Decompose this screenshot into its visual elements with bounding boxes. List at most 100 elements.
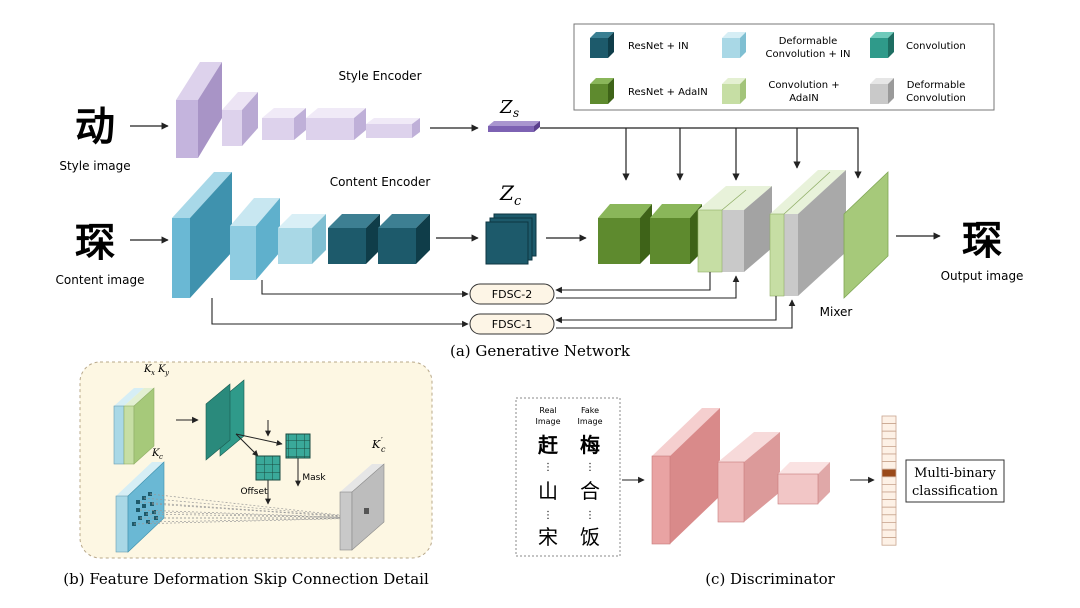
output-image-char: 琛	[962, 217, 1002, 264]
output-cell	[881, 423, 897, 432]
style-encoder-block-5	[366, 118, 420, 138]
offset-grid	[255, 455, 281, 481]
legend-resnet-adain: ResNet + AdaIN	[590, 78, 708, 104]
zc-feature-stack: Z c	[485, 181, 537, 265]
decoder-resnet-adain-2	[650, 204, 702, 264]
kc-prime-label: K	[371, 438, 381, 451]
content-branch: 琛 Content image Content Encoder	[56, 170, 1023, 360]
caption-b: (b) Feature Deformation Skip Connection …	[63, 570, 429, 588]
fdsc-1-label: FDSC-1	[492, 318, 532, 331]
classification-label-1: Multi-binary	[914, 466, 996, 481]
legend-conv-adain-label-2: AdaIN	[789, 93, 819, 104]
decoder-conv-adain-deform-1	[697, 186, 772, 273]
ky-subscript: y	[164, 369, 170, 377]
content-encoder-block-2	[230, 198, 280, 280]
output-cell	[881, 438, 897, 447]
content-encoder-block-3	[278, 214, 326, 264]
mixer-label: Mixer	[820, 305, 853, 319]
kc-prime-mark: ′	[381, 436, 383, 445]
output-cell	[881, 529, 897, 538]
fake-char-3: 饭	[580, 525, 600, 549]
style-encoder-block-1	[176, 62, 222, 158]
output-cell	[881, 514, 897, 523]
style-image-char: 动	[75, 103, 115, 150]
output-cell	[881, 476, 897, 485]
legend-conv-adain: Convolution + AdaIN	[722, 78, 840, 104]
fake-vdots-1: ⋮	[585, 462, 595, 473]
output-cell	[881, 537, 897, 546]
legend-convolution-label: Convolution	[906, 41, 966, 52]
output-cell	[881, 453, 897, 462]
mask-label: Mask	[302, 473, 326, 483]
output-cell	[881, 415, 897, 424]
disc-block-3	[777, 462, 830, 505]
fdsc-arrows	[235, 420, 301, 505]
content-encoder-block-5	[378, 214, 430, 264]
real-char-2: 山	[538, 479, 558, 503]
classification-label-2: classification	[912, 484, 999, 499]
caption-c: (c) Discriminator	[705, 570, 835, 588]
output-cell-highlighted	[881, 468, 897, 478]
caption-a: (a) Generative Network	[450, 342, 631, 360]
real-char-1: 赶	[537, 433, 559, 457]
decoder-mixer-block	[769, 170, 846, 297]
kx-subscript: x	[151, 369, 155, 377]
legend-deform-conv: Deformable Convolution	[870, 78, 966, 104]
output-cell	[881, 445, 897, 455]
disc-block-2	[717, 432, 780, 523]
legend-resnet-in: ResNet + IN	[590, 32, 689, 58]
style-injection-lines	[540, 127, 862, 181]
real-vdots-1: ⋮	[543, 462, 553, 473]
real-image-label-1: Real	[539, 406, 556, 415]
kc-subscript: c	[159, 453, 163, 461]
legend-conv-adain-label-1: Convolution +	[768, 80, 839, 91]
disc-block-1	[651, 408, 720, 545]
kc-label: K	[151, 448, 160, 459]
ky-label: K	[157, 364, 166, 375]
offset-label: Offset	[240, 487, 268, 497]
skip-connection-lines	[211, 272, 796, 329]
style-encoder-block-2	[222, 92, 258, 146]
classification-box: Multi-binary classification	[905, 459, 1005, 503]
fdsc-1-node: FDSC-1	[469, 313, 555, 335]
kc-prime-subscript: c	[381, 445, 386, 454]
decoder-resnet-adain-1	[598, 204, 652, 264]
content-encoder-block-4	[328, 214, 380, 264]
output-cell	[881, 499, 897, 508]
style-encoder-title: Style Encoder	[338, 69, 421, 83]
discriminator: Real Image Fake Image 赶 梅 ⋮ ⋮ 山 合 ⋮ ⋮ 宋 …	[515, 397, 1005, 588]
legend-deform-conv-in-label-2: Convolution + IN	[766, 49, 851, 60]
zc-label: Z	[499, 181, 515, 205]
zc-subscript: c	[514, 194, 522, 209]
output-cell	[881, 522, 897, 531]
content-encoder-title: Content Encoder	[330, 175, 431, 189]
style-image-label: Style image	[59, 159, 130, 173]
output-cell	[881, 491, 897, 500]
legend-deform-conv-label-1: Deformable	[907, 80, 966, 91]
legend-convolution: Convolution	[870, 32, 966, 58]
decoder-final-conv	[843, 171, 889, 299]
legend-deform-conv-label-2: Convolution	[906, 93, 966, 104]
legend-deform-conv-in: Deformable Convolution + IN	[722, 32, 850, 60]
content-image-char: 琛	[75, 219, 115, 266]
legend: ResNet + IN Deformable Convolution + IN …	[573, 23, 995, 111]
zs-subscript: s	[513, 106, 519, 120]
kx-label: K	[143, 364, 152, 375]
kx-ky-block: K x K y	[113, 364, 170, 465]
fdsc-2-node: FDSC-2	[469, 283, 555, 305]
zs-vector: Z s	[488, 97, 540, 132]
legend-resnet-in-label: ResNet + IN	[628, 41, 689, 52]
real-image-label-2: Image	[535, 417, 560, 426]
zs-label: Z	[499, 97, 513, 118]
fake-image-label-2: Image	[577, 417, 602, 426]
fake-vdots-2: ⋮	[585, 510, 595, 521]
fdsc-detail-panel: K x K y Offset Mask	[63, 361, 433, 588]
kc-prime-block: K c ′	[339, 436, 386, 551]
output-cell	[881, 506, 897, 516]
content-encoder-block-1	[172, 172, 232, 298]
style-branch: 动 Style image Style Encode	[59, 62, 862, 181]
fdsc-2-label: FDSC-2	[492, 288, 532, 301]
real-vdots-2: ⋮	[543, 510, 553, 521]
content-image-label: Content image	[56, 273, 145, 287]
